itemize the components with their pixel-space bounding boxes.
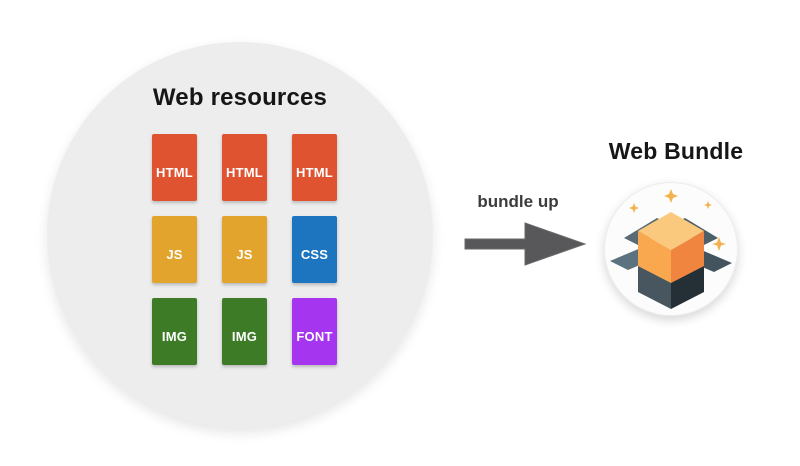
resource-tile-js: JS bbox=[152, 216, 197, 283]
resource-tile-img: IMG bbox=[152, 298, 197, 365]
resource-tile-grid: HTML HTML HTML JS JS CSS IMG IMG FONT bbox=[152, 134, 337, 365]
sparkle-icon bbox=[629, 203, 639, 213]
arrow-right-icon bbox=[464, 222, 587, 266]
arrow-right-shape bbox=[464, 222, 587, 266]
web-resources-title: Web resources bbox=[152, 84, 328, 111]
cube-right-face bbox=[671, 231, 704, 286]
web-bundle-title: Web Bundle bbox=[608, 138, 744, 164]
cube-left-face bbox=[638, 231, 671, 286]
resource-tile-img: IMG bbox=[222, 298, 267, 365]
resource-tile-css: CSS bbox=[292, 216, 337, 283]
box-base-left-face bbox=[638, 266, 671, 309]
resource-tile-html: HTML bbox=[222, 134, 267, 201]
sparkle-icon bbox=[664, 189, 678, 203]
resource-tile-html: HTML bbox=[292, 134, 337, 201]
web-resources-circle: Web resources HTML HTML HTML JS JS CSS IMG IMG F… bbox=[47, 42, 433, 428]
sparkle-icon bbox=[712, 237, 726, 251]
bundle-up-label: bundle up bbox=[477, 192, 559, 211]
box-base-right-face bbox=[671, 266, 704, 309]
open-box-with-cube-and-sparkles-icon bbox=[610, 189, 732, 309]
resource-tile-html: HTML bbox=[152, 134, 197, 201]
resource-tile-js: JS bbox=[222, 216, 267, 283]
web-bundle-circle bbox=[604, 182, 738, 316]
sparkle-icon bbox=[704, 201, 712, 209]
resource-tile-font: FONT bbox=[292, 298, 337, 365]
